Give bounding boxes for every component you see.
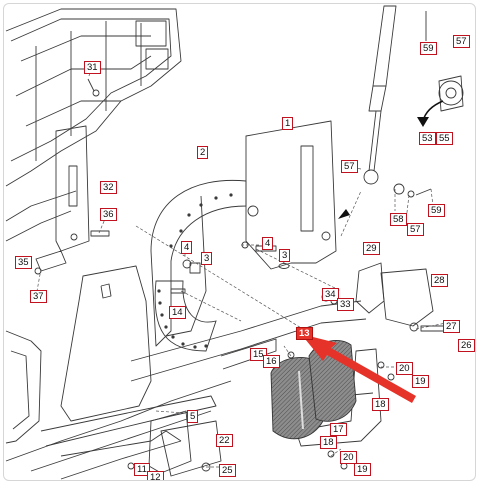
callout-57: 57 [407,223,424,236]
callout-15: 15 [250,348,267,361]
callout-3-left: 3 [201,252,213,265]
callout-53: 55 [436,132,453,145]
callout-36: 36 [100,208,117,221]
callout-11: 11 [134,463,150,476]
callout-3-right: 3 [279,249,291,262]
callout-20-right: 20 [396,362,413,375]
callout-18-bottom: 18 [320,436,337,449]
callout-31: 31 [84,61,101,74]
callout-14: 14 [169,306,186,319]
wear-pad-17 [270,340,357,440]
bracket-35 [35,250,67,272]
callout-2: 2 [197,146,209,159]
callout-4-right: 4 [262,237,274,250]
callout-35: 35 [15,256,32,269]
callout-52: 53 [419,132,436,145]
highlight-arrow [301,334,416,403]
callout-26: 28 [431,274,448,287]
callout-22: 22 [216,434,233,447]
callout-58: 58 [390,213,407,226]
perforated-plate-3 [154,193,233,352]
callout-25: 25 [219,464,236,477]
diagram-frame: 31 32 36 35 37 2 1 4 3 4 3 14 57 59 57 5… [3,3,476,481]
callout-34: 34 [322,288,339,301]
callout-18-right: 18 [372,398,389,411]
callout-37: 37 [30,290,47,303]
callout-32: 32 [100,181,117,194]
callout-33: 33 [337,298,354,311]
callout-12: 12 [147,471,164,480]
callout-4-left: 4 [181,241,193,254]
callout-5: 5 [187,410,199,423]
bracket-27 [355,262,385,314]
lower-plate [60,265,152,422]
callout-29: 27 [443,320,460,333]
callout-19-right: 19 [412,375,429,388]
callout-16: 16 [263,355,280,368]
fasteners [34,78,447,472]
callout-55: 57 [341,160,358,173]
callout-59-top: 59 [420,42,437,55]
main-frame-structure [5,8,232,480]
callout-57-top: 57 [453,35,470,48]
callout-17: 17 [330,423,347,436]
rotate-arrow [417,100,444,127]
callout-59: 59 [428,204,445,217]
callout-19-bottom: 19 [354,463,371,476]
bracket-26 [380,268,434,327]
knob-52-53 [438,75,464,112]
callout-28: 26 [458,339,475,352]
bracket-32 [55,125,90,252]
plate-1 [245,120,337,270]
gas-strut [363,5,427,185]
callout-20-bottom: 20 [340,451,357,464]
exploded-parts-drawing [5,5,464,480]
callout-1: 1 [282,117,294,130]
callout-27: 29 [363,242,380,255]
direction-arrow [338,209,350,219]
callout-13-highlighted: 13 [296,327,313,340]
